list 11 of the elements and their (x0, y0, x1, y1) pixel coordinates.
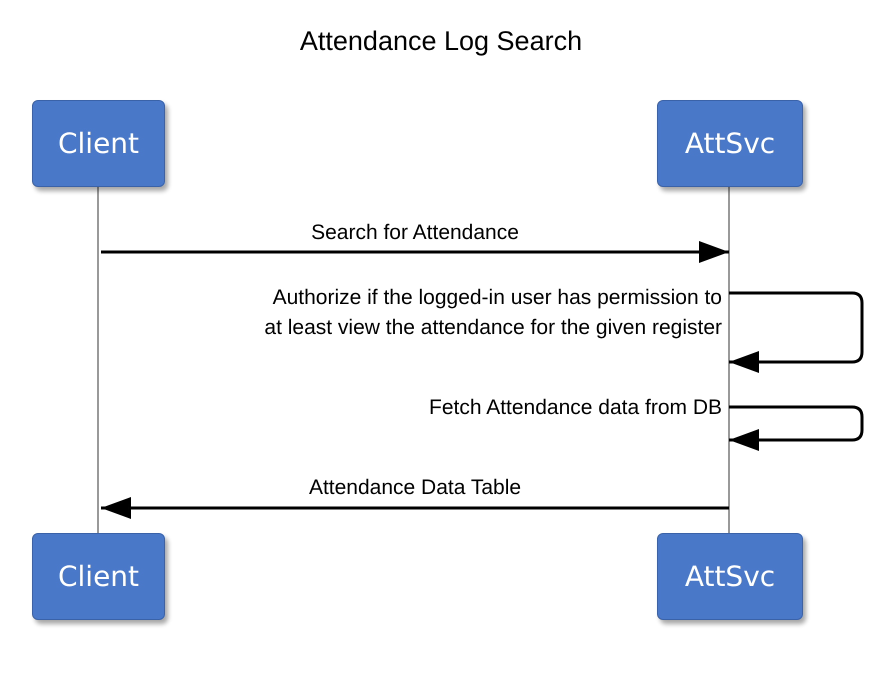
lifeline (97, 187, 99, 533)
message-label: Search for Attendance (311, 220, 519, 246)
message-label: Attendance Data Table (308, 475, 522, 501)
participant-box: Client (32, 100, 165, 187)
participant-box: AttSvc (657, 100, 803, 187)
diagram-title: Attendance Log Search (298, 26, 584, 57)
message-label: Fetch Attendance data from DB (429, 395, 722, 421)
lifeline (728, 187, 730, 533)
participant-box: Client (32, 533, 165, 620)
message-label: Authorize if the logged-in user has permission to at least view the attendance for the given register (263, 285, 722, 341)
participant-box: AttSvc (657, 533, 803, 620)
